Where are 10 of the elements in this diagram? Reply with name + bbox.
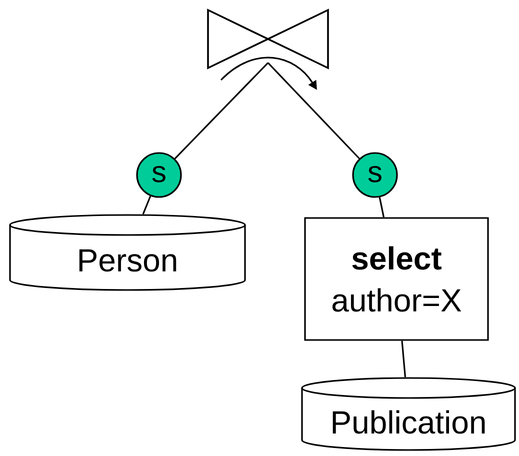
join-symbol: [207, 8, 329, 70]
node-label: Publication: [332, 410, 485, 434]
operator-box: select author=X: [304, 217, 489, 341]
connector-line: [378, 197, 385, 218]
connector-line: [401, 340, 406, 378]
connector-line: [267, 62, 360, 160]
database-cylinder: Publication: [301, 377, 516, 451]
connector-line: [174, 62, 269, 160]
database-cylinder: Person: [9, 214, 246, 291]
connector-line: [142, 196, 152, 214]
